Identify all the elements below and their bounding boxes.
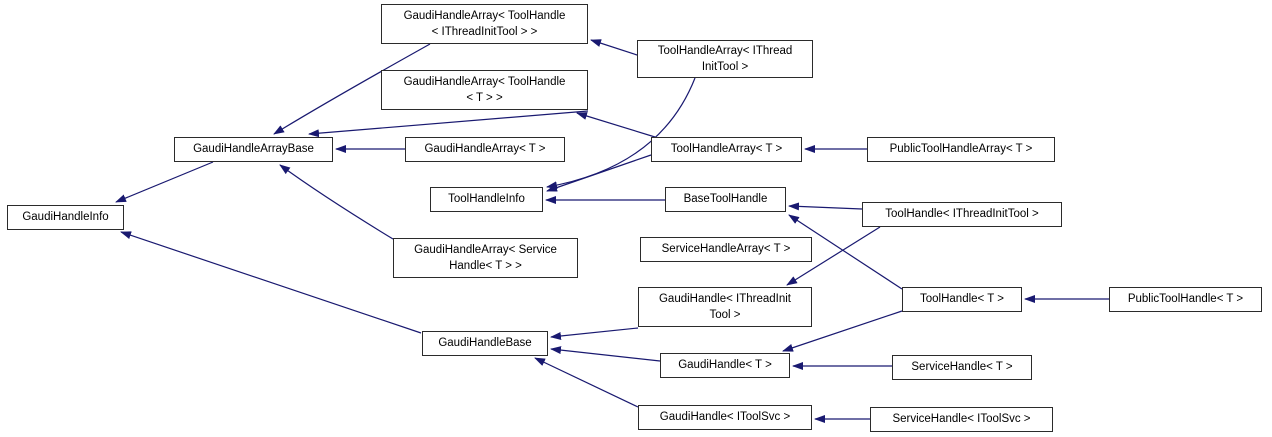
class-node-label: GaudiHandleArray< ToolHandle bbox=[403, 75, 566, 88]
class-node-label: PublicToolHandleArray< T > bbox=[889, 143, 1033, 156]
class-node-label: GaudiHandle< T > bbox=[678, 359, 772, 372]
class-node-label: ToolHandle< T > bbox=[920, 293, 1004, 306]
class-node-toolhandlearray-t[interactable]: ToolHandleArray< T > bbox=[651, 137, 802, 162]
class-node-label: ServiceHandleArray< T > bbox=[661, 243, 791, 256]
class-node-label: GaudiHandleArrayBase bbox=[193, 143, 314, 156]
class-node-publictoolhandle-t[interactable]: PublicToolHandle< T > bbox=[1109, 287, 1262, 312]
class-node-servicehandlearray-t[interactable]: ServiceHandleArray< T > bbox=[640, 237, 812, 262]
class-node-gaudihandle-t[interactable]: GaudiHandle< T > bbox=[660, 353, 790, 378]
class-node-toolhandleinfo[interactable]: ToolHandleInfo bbox=[430, 187, 543, 212]
inheritance-edge-gaudihandle-itoolsvc-to-gaudihandlebase bbox=[534, 357, 639, 408]
class-node-gaudihandlearraybase[interactable]: GaudiHandleArrayBase bbox=[174, 137, 333, 162]
class-node-gha-toolhandle-t[interactable]: GaudiHandleArray< ToolHandle < T > > bbox=[381, 70, 588, 110]
class-node-label: GaudiHandle< IToolSvc > bbox=[659, 411, 791, 424]
class-node-label: < IThreadInitTool > > bbox=[431, 26, 538, 38]
class-node-label: GaudiHandleBase bbox=[438, 337, 532, 350]
class-node-label: ServiceHandle< IToolSvc > bbox=[892, 413, 1031, 426]
class-node-label: GaudiHandleInfo bbox=[22, 211, 109, 224]
class-node-label: BaseToolHandle bbox=[683, 193, 768, 206]
inheritance-edge-toolhandlearray-ithreadinittool-to-gha-toolhandle-ithreadinittool bbox=[590, 39, 638, 56]
inheritance-edge-gha-toolhandle-t-to-gaudihandlearraybase bbox=[308, 110, 589, 138]
inheritance-edge-gaudihandlearraybase-to-gaudihandleinfo bbox=[115, 161, 214, 203]
class-node-label: GaudiHandleArray< ToolHandle bbox=[403, 9, 566, 22]
class-node-gaudihandlearray-t[interactable]: GaudiHandleArray< T > bbox=[405, 137, 565, 162]
class-node-publictoolhandlearray-t[interactable]: PublicToolHandleArray< T > bbox=[867, 137, 1055, 162]
class-node-label: GaudiHandleArray< Service bbox=[414, 243, 557, 256]
class-node-label: < T > > bbox=[466, 92, 503, 104]
class-node-gaudihandleinfo[interactable]: GaudiHandleInfo bbox=[7, 205, 124, 230]
class-node-toolhandle-t[interactable]: ToolHandle< T > bbox=[902, 287, 1022, 312]
inheritance-edge-toolhandle-ithreadinittool-to-basetoolhandle bbox=[788, 202, 863, 211]
inheritance-edge-gaudihandle-t-to-gaudihandlebase bbox=[550, 346, 661, 362]
inheritance-edge-gaudihandlebase-to-gaudihandleinfo bbox=[120, 231, 422, 334]
class-node-toolhandle-ithreadinittool[interactable]: ToolHandle< IThreadInitTool > bbox=[862, 202, 1062, 227]
class-node-label: ToolHandleInfo bbox=[448, 193, 525, 206]
class-node-label: ToolHandleArray< IThread bbox=[657, 44, 793, 57]
class-node-servicehandle-t[interactable]: ServiceHandle< T > bbox=[892, 355, 1032, 380]
class-node-gha-toolhandle-ithreadinittool[interactable]: GaudiHandleArray< ToolHandle < IThreadIni… bbox=[381, 4, 588, 44]
class-node-label: ToolHandleArray< T > bbox=[670, 143, 783, 156]
class-node-gaudihandlebase[interactable]: GaudiHandleBase bbox=[422, 331, 548, 356]
class-node-basetoolhandle[interactable]: BaseToolHandle bbox=[665, 187, 786, 212]
class-node-gaudihandle-itoolsvc[interactable]: GaudiHandle< IToolSvc > bbox=[638, 405, 812, 430]
inheritance-edge-toolhandlearray-t-to-gha-toolhandle-t bbox=[576, 112, 656, 138]
class-node-label: GaudiHandleArray< T > bbox=[424, 143, 546, 156]
class-node-label: PublicToolHandle< T > bbox=[1127, 293, 1244, 306]
inheritance-edge-gaudihandle-ithreadinittool-to-gaudihandlebase bbox=[550, 327, 639, 340]
class-node-label: GaudiHandle< IThreadInit bbox=[658, 292, 791, 305]
class-node-label: InitTool > bbox=[701, 61, 749, 73]
class-node-label: Tool > bbox=[709, 309, 741, 321]
class-node-servicehandle-itoolsvc[interactable]: ServiceHandle< IToolSvc > bbox=[870, 407, 1053, 432]
inheritance-edge-gha-servicehandle-t-to-gaudihandlearraybase bbox=[279, 164, 394, 240]
class-node-label: ServiceHandle< T > bbox=[911, 361, 1013, 374]
class-node-label: Handle< T > > bbox=[449, 260, 522, 272]
class-node-label: ToolHandle< IThreadInitTool > bbox=[885, 208, 1039, 221]
